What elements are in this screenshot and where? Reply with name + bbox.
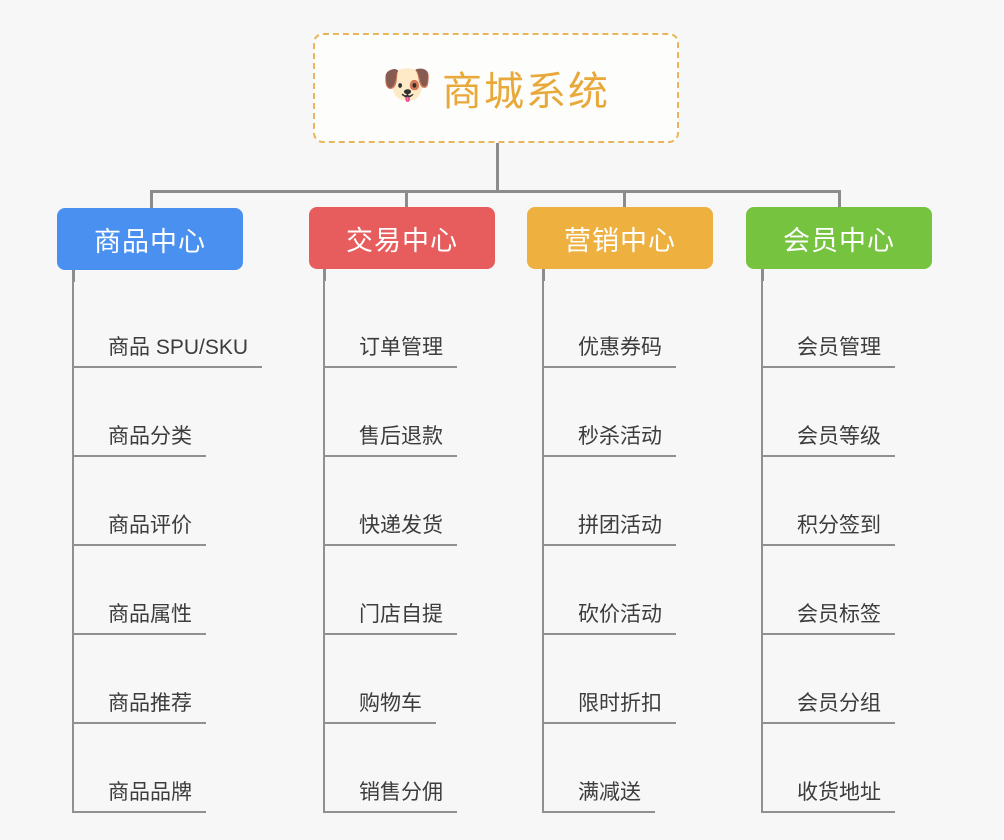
branch-column-3: 会员管理 会员等级 积分签到 会员标签 会员分组 收货地址 — [761, 279, 895, 813]
leaf-label: 秒杀活动 — [542, 425, 676, 457]
connector-drop-2 — [405, 190, 408, 210]
root-title: 商城系统 — [442, 70, 610, 114]
branch-spine-1 — [323, 279, 325, 813]
leaf-label: 门店自提 — [323, 603, 457, 635]
category-label-0: 商品中心 — [94, 226, 206, 257]
leaf-item[interactable]: 商品评价 — [72, 457, 262, 546]
leaf-item[interactable]: 商品 SPU/SKU — [72, 279, 263, 368]
leaf-item[interactable]: 砍价活动 — [542, 546, 676, 635]
leaf-label: 商品 SPU/SKU — [72, 336, 263, 368]
connector-stub-1 — [323, 269, 326, 281]
leaf-item[interactable]: 收货地址 — [761, 724, 895, 813]
category-label-2: 营销中心 — [564, 225, 676, 256]
leaf-label: 拼团活动 — [542, 514, 676, 546]
leaf-label: 砍价活动 — [542, 603, 676, 635]
shiba-dog-face-icon: 🐶 — [382, 63, 432, 107]
leaf-item[interactable]: 秒杀活动 — [542, 368, 676, 457]
category-box-0[interactable]: 商品中心 — [57, 208, 243, 270]
leaf-item[interactable]: 满减送 — [542, 724, 676, 813]
connector-drop-4 — [838, 190, 841, 210]
connector-stub-0 — [72, 270, 75, 282]
leaf-label: 满减送 — [542, 781, 655, 813]
leaf-label: 快递发货 — [323, 514, 457, 546]
leaf-item[interactable]: 优惠券码 — [542, 279, 676, 368]
leaf-item[interactable]: 积分签到 — [761, 457, 895, 546]
leaf-label: 商品分类 — [72, 425, 206, 457]
leaf-item[interactable]: 限时折扣 — [542, 635, 676, 724]
branch-spine-2 — [542, 279, 544, 813]
leaf-label: 会员分组 — [761, 692, 895, 724]
leaf-label: 优惠券码 — [542, 336, 676, 368]
category-label-3: 会员中心 — [783, 225, 895, 256]
leaf-item[interactable]: 快递发货 — [323, 457, 457, 546]
leaf-label: 积分签到 — [761, 514, 895, 546]
leaf-item[interactable]: 商品分类 — [72, 368, 262, 457]
leaf-item[interactable]: 商品推荐 — [72, 635, 262, 724]
leaf-label: 销售分佣 — [323, 781, 457, 813]
connector-drop-1 — [150, 190, 153, 210]
connector-stub-2 — [542, 269, 545, 281]
leaf-item[interactable]: 会员等级 — [761, 368, 895, 457]
branch-column-1: 订单管理 售后退款 快递发货 门店自提 购物车 销售分佣 — [323, 279, 457, 813]
leaf-label: 订单管理 — [323, 336, 457, 368]
connector-horizontal-bus — [150, 190, 840, 193]
leaf-label: 商品推荐 — [72, 692, 206, 724]
leaf-label: 限时折扣 — [542, 692, 676, 724]
leaf-item[interactable]: 订单管理 — [323, 279, 457, 368]
root-node[interactable]: 🐶 商城系统 — [313, 33, 679, 143]
connector-root-trunk — [496, 143, 499, 193]
connector-stub-3 — [761, 269, 764, 281]
leaf-item[interactable]: 售后退款 — [323, 368, 457, 457]
connector-drop-3 — [623, 190, 626, 210]
leaf-item[interactable]: 拼团活动 — [542, 457, 676, 546]
leaf-item[interactable]: 会员分组 — [761, 635, 895, 724]
leaf-label: 购物车 — [323, 692, 436, 724]
leaf-label: 售后退款 — [323, 425, 457, 457]
leaf-item[interactable]: 会员管理 — [761, 279, 895, 368]
category-box-1[interactable]: 交易中心 — [309, 207, 495, 269]
leaf-label: 商品属性 — [72, 603, 206, 635]
leaf-item[interactable]: 商品品牌 — [72, 724, 262, 813]
branch-column-0: 商品 SPU/SKU 商品分类 商品评价 商品属性 商品推荐 商品品牌 — [72, 279, 263, 813]
leaf-item[interactable]: 商品属性 — [72, 546, 262, 635]
leaf-item[interactable]: 购物车 — [323, 635, 457, 724]
category-box-2[interactable]: 营销中心 — [527, 207, 713, 269]
category-label-1: 交易中心 — [346, 225, 458, 256]
leaf-label: 会员等级 — [761, 425, 895, 457]
leaf-item[interactable]: 销售分佣 — [323, 724, 457, 813]
leaf-label: 会员管理 — [761, 336, 895, 368]
leaf-label: 收货地址 — [761, 781, 895, 813]
branch-spine-0 — [72, 279, 74, 813]
leaf-label: 会员标签 — [761, 603, 895, 635]
leaf-item[interactable]: 门店自提 — [323, 546, 457, 635]
leaf-label: 商品评价 — [72, 514, 206, 546]
leaf-item[interactable]: 会员标签 — [761, 546, 895, 635]
branch-column-2: 优惠券码 秒杀活动 拼团活动 砍价活动 限时折扣 满减送 — [542, 279, 676, 813]
leaf-label: 商品品牌 — [72, 781, 206, 813]
branch-spine-3 — [761, 279, 763, 813]
category-box-3[interactable]: 会员中心 — [746, 207, 932, 269]
